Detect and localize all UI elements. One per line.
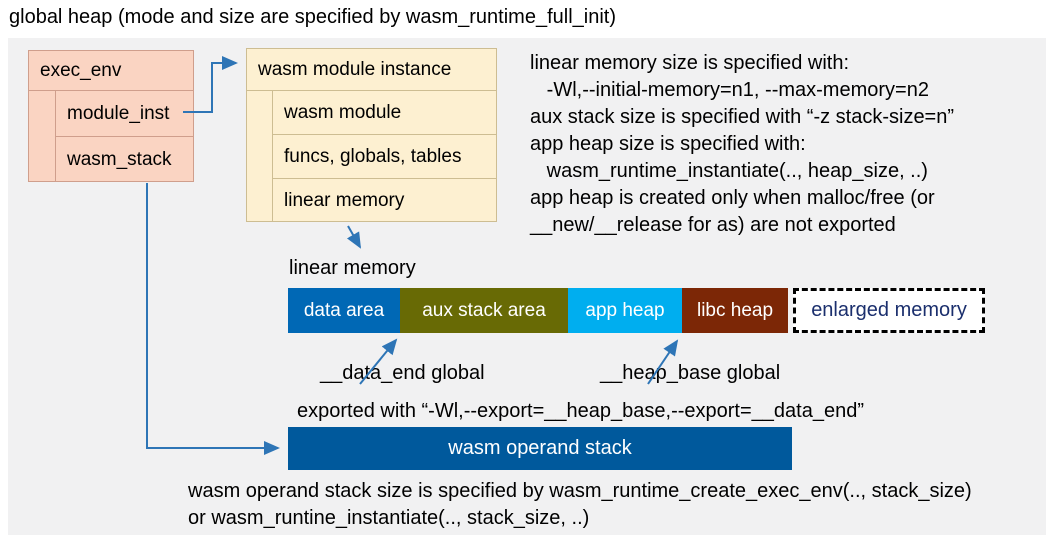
exec-env-field-module-inst: module_inst (55, 91, 193, 137)
note-line: -Wl,--initial-memory=n1, --max-memory=n2 (530, 79, 929, 101)
footer-line: or wasm_runtine_instantiate(.., stack_si… (188, 507, 590, 529)
exec-env-title: exec_env (29, 51, 193, 91)
module-instance-title: wasm module instance (247, 49, 496, 91)
heap-base-global-label: __heap_base global (600, 362, 781, 384)
segment-app-heap: app heap (568, 288, 682, 333)
exec-env-box: exec_env module_inst wasm_stack (28, 50, 194, 182)
linear-memory-bar: data area aux stack area app heap libc h… (288, 288, 985, 333)
wasm-operand-stack-bar: wasm operand stack (288, 427, 792, 470)
data-end-global-label: __data_end global (320, 362, 485, 384)
export-flags-label: exported with “-Wl,--export=__heap_base,… (297, 400, 864, 422)
segment-aux-stack-area: aux stack area (400, 288, 568, 333)
note-line: app heap is created only when malloc/fre… (530, 187, 935, 209)
wasm-operand-stack-label: wasm operand stack (448, 437, 632, 459)
module-instance-box: wasm module instance wasm module funcs, … (246, 48, 497, 222)
linear-memory-label: linear memory (289, 257, 416, 279)
segment-libc-heap: libc heap (682, 288, 788, 333)
segment-enlarged-memory: enlarged memory (793, 288, 985, 333)
footer-line: wasm operand stack size is specified by … (188, 480, 972, 502)
module-instance-field-wasm-module: wasm module (272, 91, 496, 135)
module-instance-field-linear-memory: linear memory (272, 179, 496, 222)
exec-env-field-wasm-stack: wasm_stack (55, 137, 193, 182)
segment-data-area: data area (288, 288, 400, 333)
note-line: wasm_runtime_instantiate(.., heap_size, … (530, 160, 928, 182)
linear-memory-notes: linear memory size is specified with: -W… (530, 50, 954, 239)
note-line: app heap size is specified with: (530, 133, 806, 155)
diagram-title: global heap (mode and size are specified… (9, 6, 616, 28)
operand-stack-notes: wasm operand stack size is specified by … (188, 478, 972, 532)
note-line: __new/__release for as) are not exported (530, 214, 896, 236)
note-line: linear memory size is specified with: (530, 52, 849, 74)
module-instance-field-funcs-globals-tables: funcs, globals, tables (272, 135, 496, 179)
note-line: aux stack size is specified with “-z sta… (530, 106, 955, 128)
